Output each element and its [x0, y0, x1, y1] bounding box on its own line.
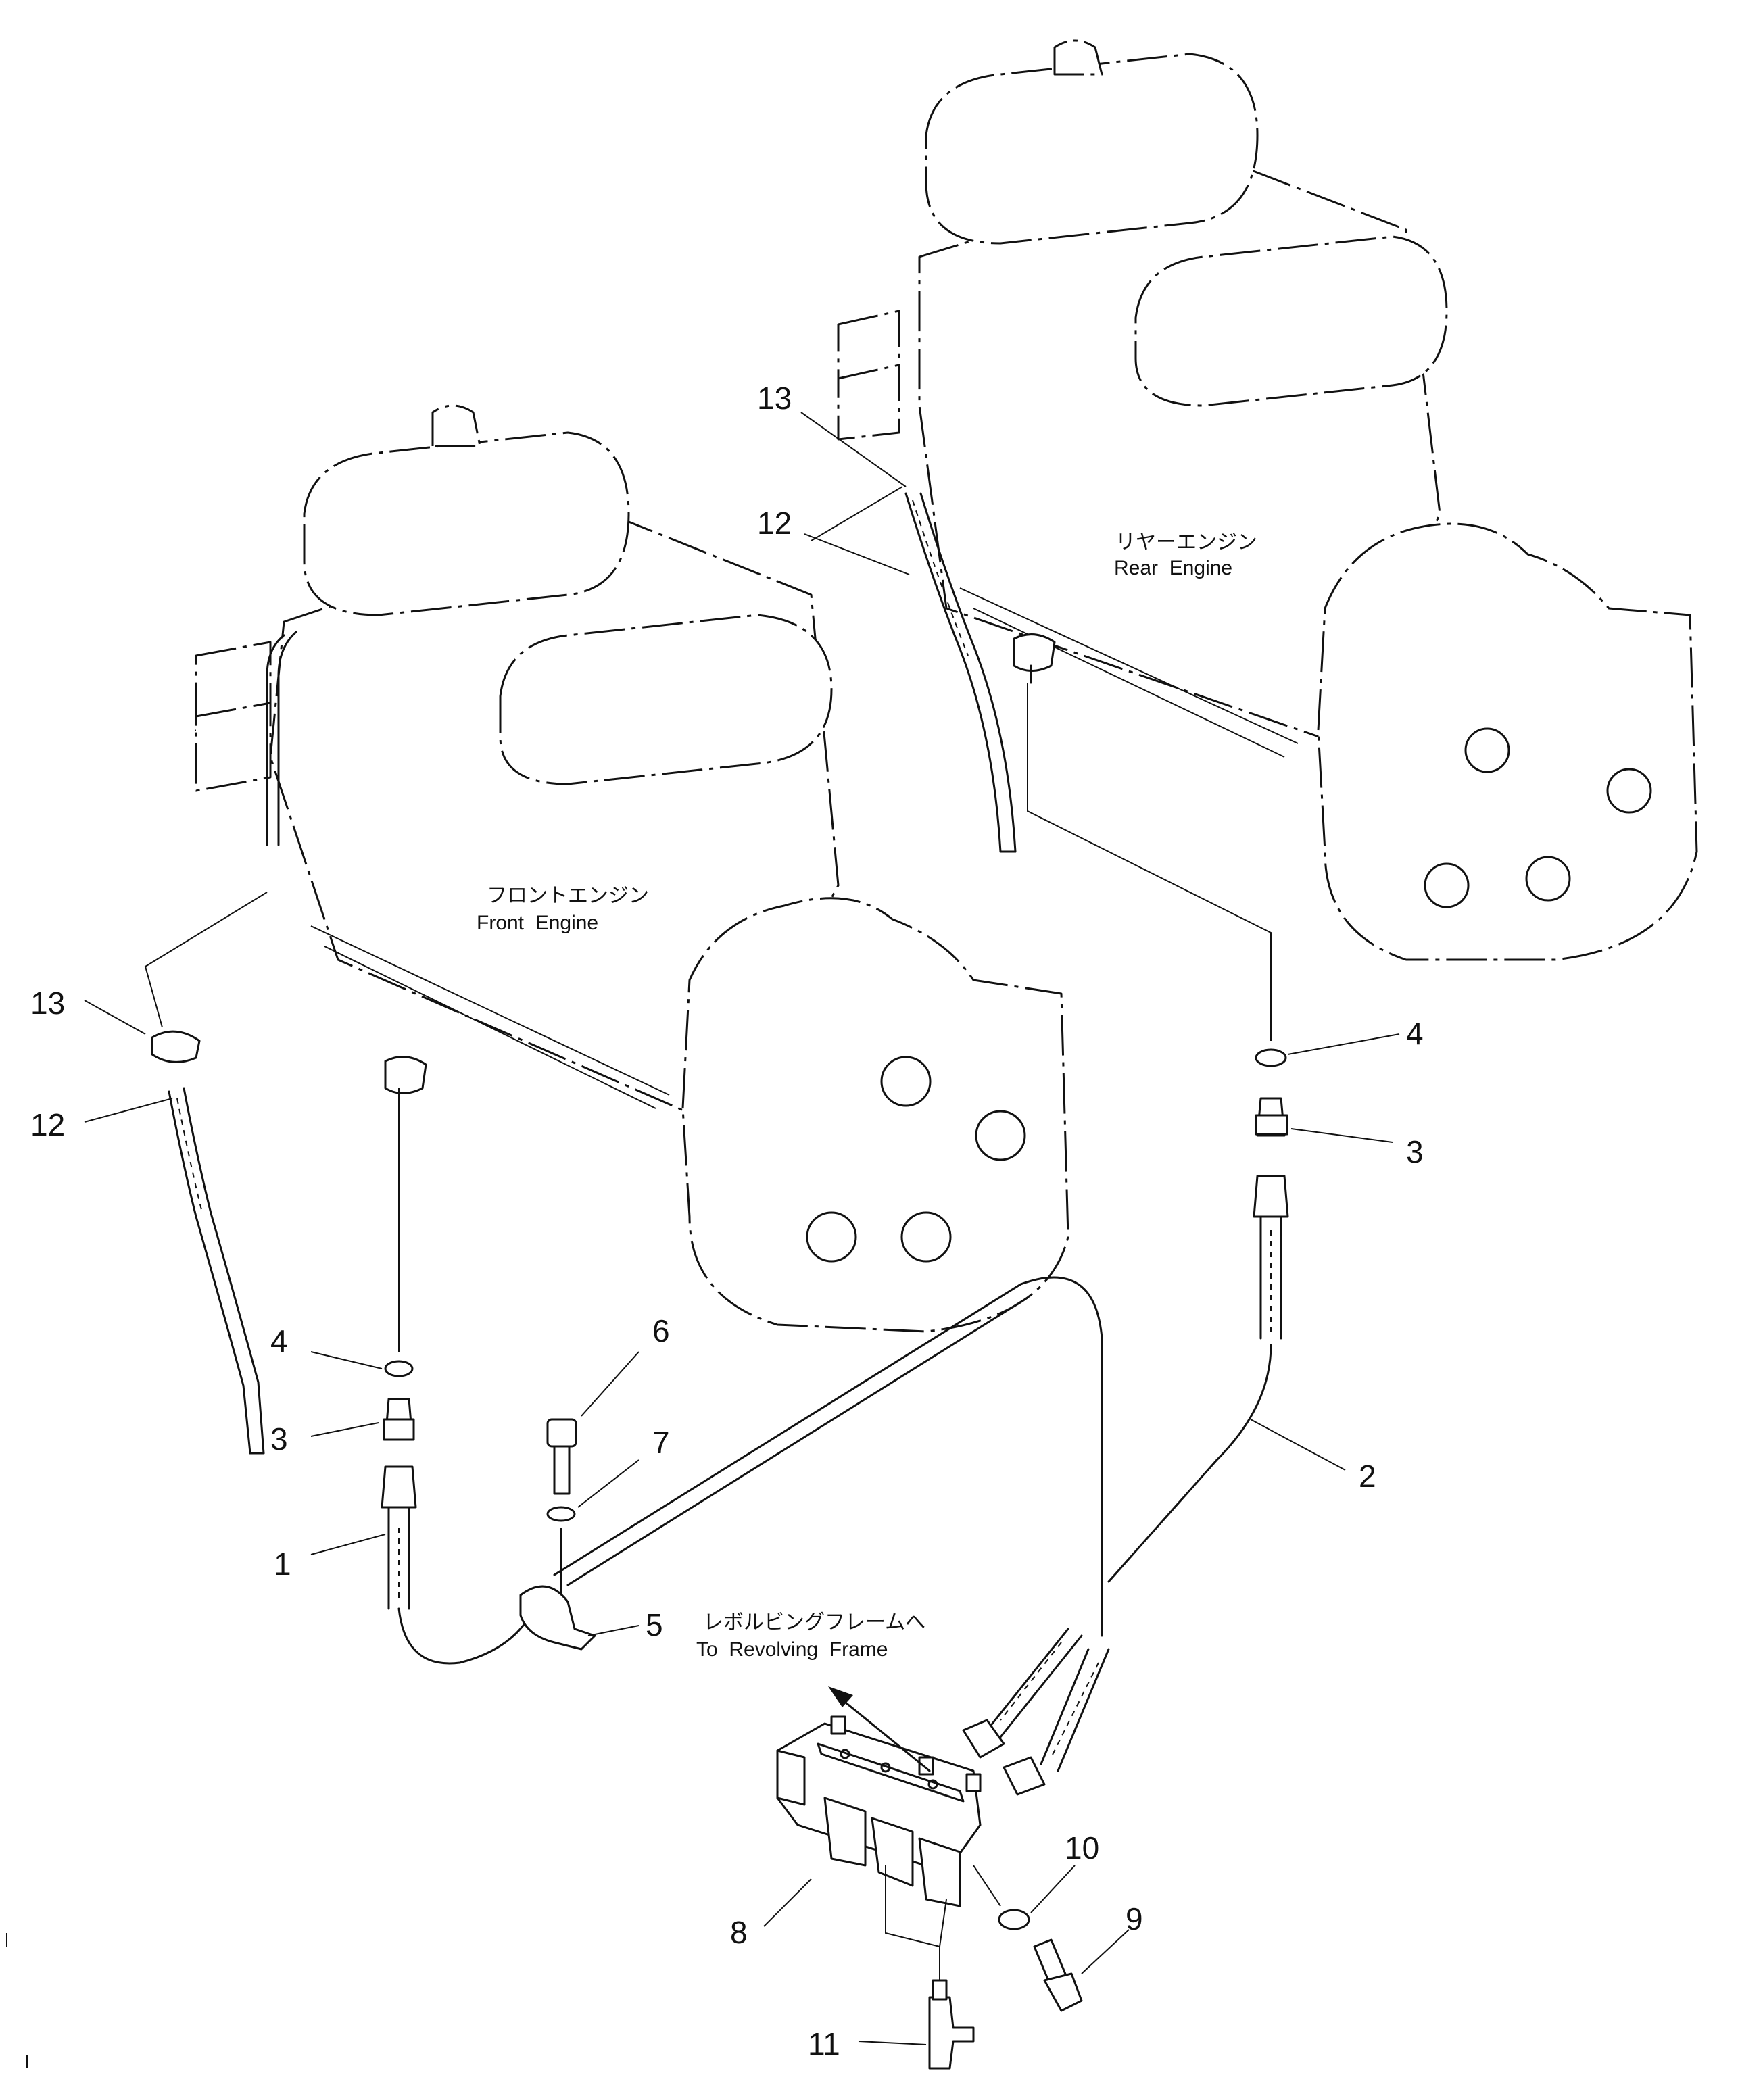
callout-10: 10	[1065, 1830, 1099, 1865]
front-engine-label-ja: フロントエンジン	[487, 885, 649, 907]
callout-12-rear: 12	[757, 506, 792, 541]
callout-6: 6	[652, 1313, 670, 1348]
drain-block-8	[776, 1715, 982, 1907]
drain-valve-11	[928, 1996, 975, 2070]
callout-3-rear: 3	[1406, 1134, 1424, 1169]
to-revolving-frame-arrow	[837, 1695, 931, 1772]
callout-2: 2	[1359, 1459, 1376, 1494]
revolving-frame-label-ja: レボルビングフレームへ	[703, 1611, 925, 1634]
callout-13-front: 13	[30, 985, 65, 1021]
callout-12-front: 12	[30, 1107, 65, 1142]
rear-engine-label-ja: リヤーエンジン	[1115, 531, 1257, 554]
clip-5	[519, 1585, 596, 1651]
rear-engine-label-en: Rear Engine	[1114, 557, 1232, 579]
callout-9: 9	[1126, 1901, 1143, 1936]
revolving-frame-label-en: To Revolving Frame	[696, 1638, 888, 1661]
callout-8: 8	[730, 1915, 748, 1950]
front-dipstick-12	[168, 1090, 251, 1455]
callout-1: 1	[274, 1546, 291, 1582]
front-clamp-13	[151, 1030, 201, 1063]
callout-4-rear: 4	[1406, 1016, 1424, 1051]
callout-13-rear: 13	[757, 381, 792, 416]
callout-7: 7	[652, 1425, 670, 1460]
rear-engine	[837, 39, 1698, 961]
callout-11: 11	[808, 2026, 840, 2061]
rear-dipstick-guide	[904, 492, 1002, 853]
callouts: 13 12 4 3 1 6 7 5 13 12 4 3 2 8 10 9	[30, 381, 1424, 2061]
front-engine-label-en: Front Engine	[477, 912, 598, 934]
callout-5: 5	[646, 1607, 663, 1642]
callout-4-front: 4	[270, 1323, 288, 1359]
callout-3-front: 3	[270, 1421, 288, 1457]
front-engine	[195, 404, 1069, 1333]
